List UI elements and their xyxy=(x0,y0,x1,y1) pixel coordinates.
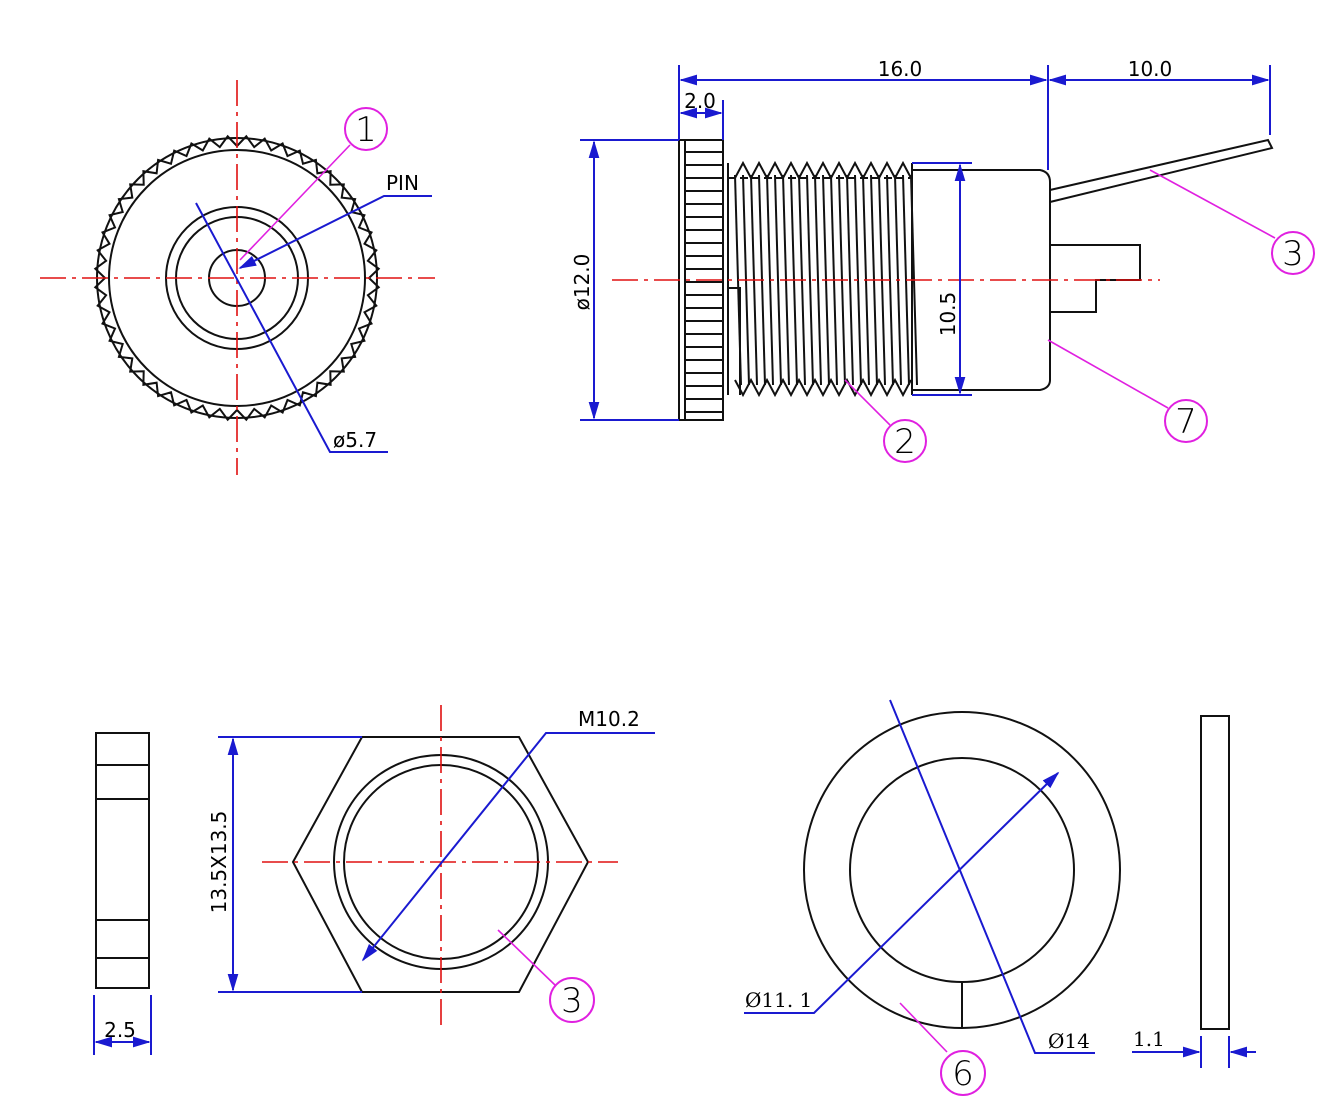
nut-thread-leader xyxy=(361,732,655,962)
washer-outer-leader xyxy=(889,699,1095,1054)
flange-thickness-dim: 2.0 xyxy=(684,89,716,113)
nut-thickness-dim: 2.5 xyxy=(104,1018,136,1042)
balloon-2 xyxy=(883,419,927,463)
thread-diameter-dim: 10.5 xyxy=(936,292,960,337)
flange-diameter-dim: ø12.0 xyxy=(570,254,594,311)
balloon-3-nut xyxy=(549,977,595,1023)
thread-helix-line xyxy=(806,174,814,386)
nut-thread-dim: M10.2 xyxy=(578,707,640,731)
pin-hole-diameter-leader xyxy=(195,202,388,453)
balloon-2-leader xyxy=(844,379,891,426)
pin-leader xyxy=(238,195,432,269)
washer-thickness-dim: 1.1 xyxy=(1133,1027,1165,1051)
balloon-7-text: 7 xyxy=(1175,402,1197,442)
pin-hole-diameter-label: ø5.7 xyxy=(333,428,377,452)
thread-helix-line xyxy=(814,174,822,386)
rear-housing xyxy=(912,169,1051,391)
hex-nut-view: M10.2 13.5X13.5 3 xyxy=(207,705,655,1030)
balloon-1-text: 1 xyxy=(355,110,377,150)
washer-outer xyxy=(803,711,1121,1029)
thread-helix-line xyxy=(846,174,854,386)
nut-size-dim: 13.5X13.5 xyxy=(207,811,231,914)
thread-helix-line xyxy=(774,174,782,386)
nut-side-body xyxy=(95,732,150,989)
nut-balloon-leader xyxy=(497,929,556,986)
front-view: ø5.7 PIN 1 xyxy=(40,80,435,475)
balloon-1 xyxy=(344,107,388,151)
balloon-7-leader xyxy=(1047,339,1169,409)
lead-length-dim: 10.0 xyxy=(1128,57,1173,81)
balloon-2-text: 2 xyxy=(894,422,916,462)
washer-outer-dim: Ø14 xyxy=(1048,1029,1090,1053)
balloon-3-top-text: 3 xyxy=(1282,234,1304,274)
balloon-1-leader xyxy=(239,144,351,261)
nut-side-view: 2.5 xyxy=(93,732,152,1055)
washer-side-body xyxy=(1200,715,1230,1030)
washer-inner-leader xyxy=(744,771,1060,1014)
balloon-3-leader xyxy=(1149,169,1276,239)
balloon-6 xyxy=(940,1050,986,1096)
balloon-3-top xyxy=(1271,231,1315,275)
terminal-lead xyxy=(1049,138,1274,203)
balloon-3-nut-text: 3 xyxy=(561,981,583,1021)
washer-side-view: 1.1 xyxy=(1132,715,1256,1068)
washer-balloon-leader xyxy=(899,1002,948,1053)
balloon-7 xyxy=(1164,399,1208,443)
thread-top-profile xyxy=(734,160,912,181)
flange-knurl-lines xyxy=(685,151,723,413)
flange-inner xyxy=(684,139,724,421)
thread-keyway xyxy=(728,287,741,395)
balloon-6-text: 6 xyxy=(952,1054,974,1094)
washer-view: Ø11. 1 Ø14 6 xyxy=(744,699,1121,1096)
terminal-pin xyxy=(1050,244,1141,313)
length-dim: 16.0 xyxy=(878,57,923,81)
side-view: 16.0 10.0 2.0 ø12.0 10.5 3 2 7 xyxy=(570,57,1315,463)
pin-label: PIN xyxy=(386,171,419,195)
thread-body xyxy=(728,160,918,398)
washer-inner-dim: Ø11. 1 xyxy=(745,988,812,1012)
